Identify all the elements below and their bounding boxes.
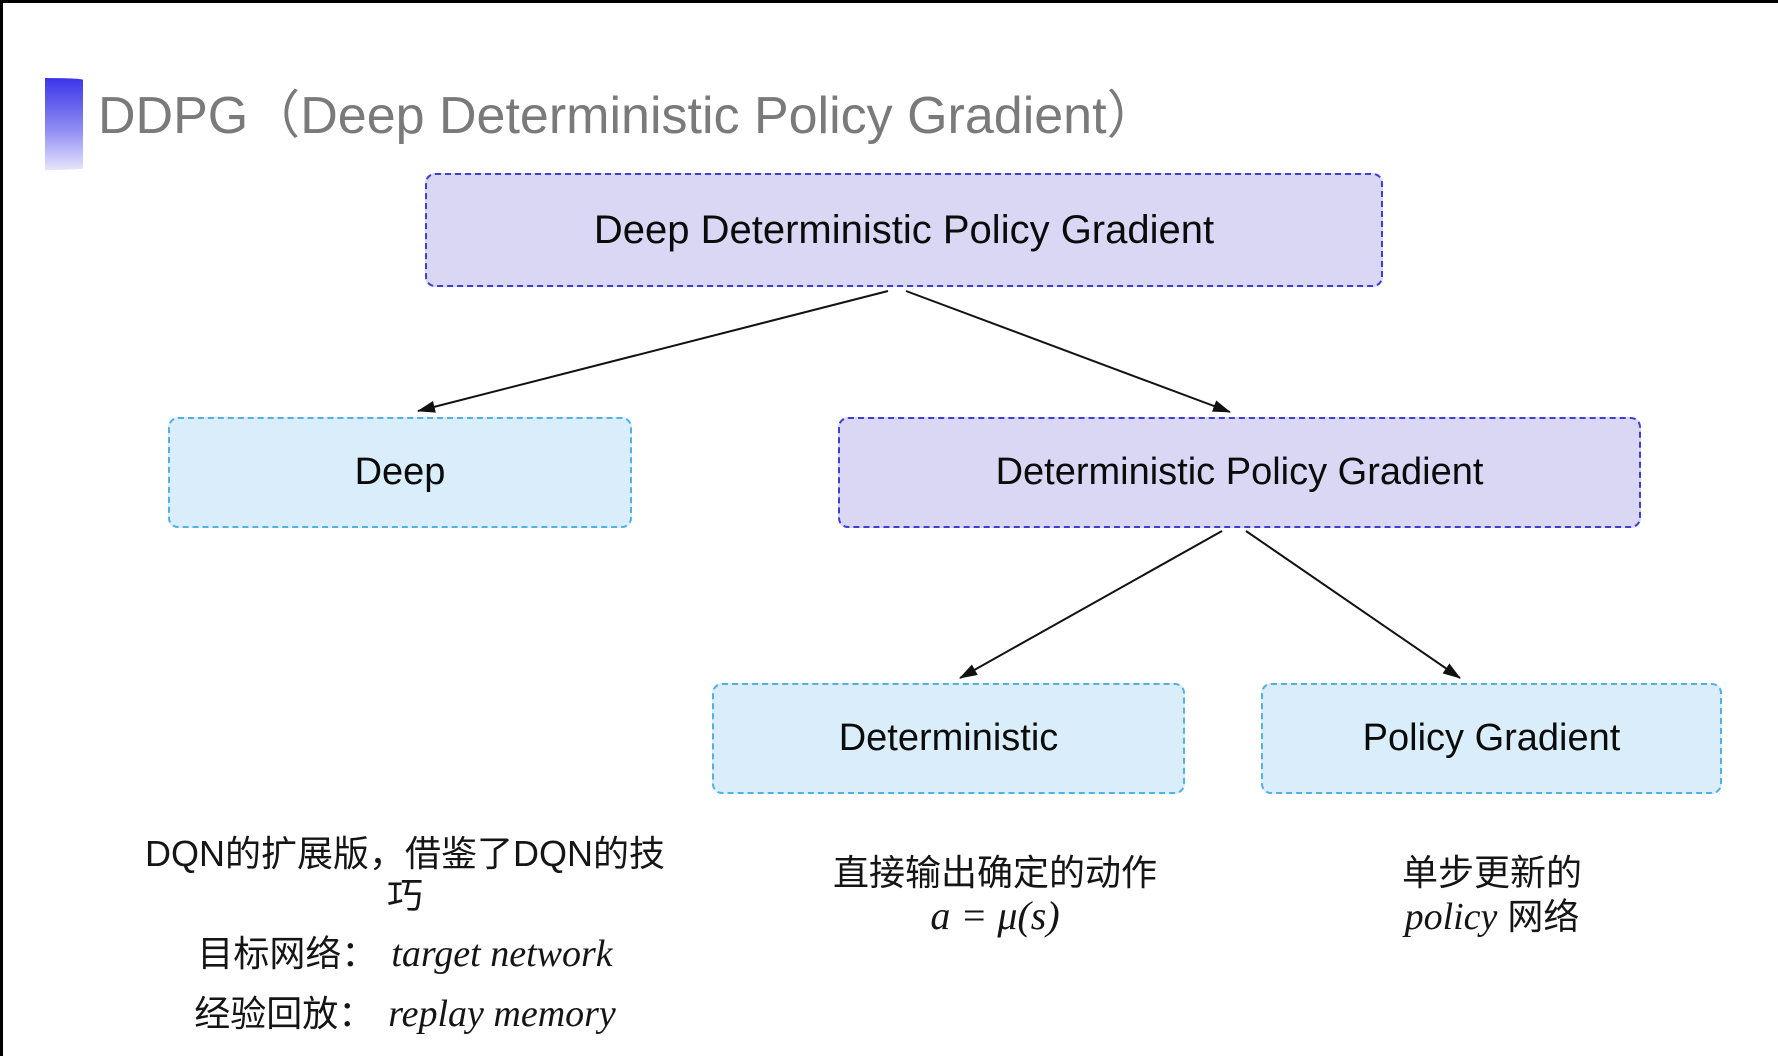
note-deep-line3-label: 经验回放： bbox=[194, 993, 375, 1034]
node-policy-gradient: Policy Gradient bbox=[1261, 683, 1722, 794]
note-deterministic-line1: 直接输出确定的动作 bbox=[832, 852, 1157, 893]
node-ddpg: Deep Deterministic Policy Gradient bbox=[425, 173, 1383, 287]
note-policy-gradient-line1: 单步更新的 bbox=[1401, 852, 1582, 893]
node-dpg-label: Deterministic Policy Gradient bbox=[995, 451, 1484, 493]
node-deterministic-label: Deterministic bbox=[838, 717, 1059, 759]
node-deep-label: Deep bbox=[354, 451, 446, 493]
node-deterministic-policy-gradient: Deterministic Policy Gradient bbox=[838, 417, 1641, 528]
note-deterministic: 直接输出确定的动作 a = μ(s) bbox=[770, 852, 1220, 940]
note-deep-line3-term: replay memory bbox=[388, 993, 616, 1035]
node-ddpg-label: Deep Deterministic Policy Gradient bbox=[593, 207, 1215, 252]
window-left-edge bbox=[0, 0, 3, 1056]
node-deep: Deep bbox=[168, 417, 632, 528]
note-policy-gradient-line2: policy 网络 bbox=[1267, 892, 1717, 941]
arrow-ddpg-to-dpg bbox=[905, 290, 1231, 413]
note-policy-gradient: 单步更新的 policy 网络 bbox=[1267, 852, 1717, 941]
title-accent-half-circle-icon bbox=[45, 78, 83, 170]
arrow-ddpg-to-deep bbox=[417, 290, 889, 413]
note-deep-line2: 目标网络： target network bbox=[130, 933, 680, 975]
page-title: DDPG（Deep Deterministic Policy Gradient） bbox=[98, 87, 1159, 145]
note-deep-line3: 经验回放： replay memory bbox=[130, 993, 680, 1035]
deterministic-formula: a = μ(s) bbox=[930, 893, 1060, 938]
note-policy-gradient-suffix: 网络 bbox=[1497, 896, 1580, 937]
note-deep-line2-label: 目标网络： bbox=[197, 933, 378, 974]
node-policy-gradient-label: Policy Gradient bbox=[1362, 717, 1621, 759]
note-deep-line2-term: target network bbox=[391, 933, 613, 975]
note-policy-gradient-term: policy bbox=[1404, 896, 1498, 938]
arrow-dpg-to-deterministic bbox=[959, 530, 1223, 679]
node-deterministic: Deterministic bbox=[712, 683, 1185, 794]
note-deep-line1: DQN的扩展版，借鉴了DQN的技巧 bbox=[145, 833, 665, 916]
arrow-dpg-to-policy-gradient bbox=[1245, 530, 1461, 679]
window-top-edge bbox=[0, 0, 1778, 3]
note-deep: DQN的扩展版，借鉴了DQN的技巧 目标网络： target network 经验… bbox=[130, 833, 680, 1035]
note-deterministic-formula-line: a = μ(s) bbox=[770, 892, 1220, 940]
